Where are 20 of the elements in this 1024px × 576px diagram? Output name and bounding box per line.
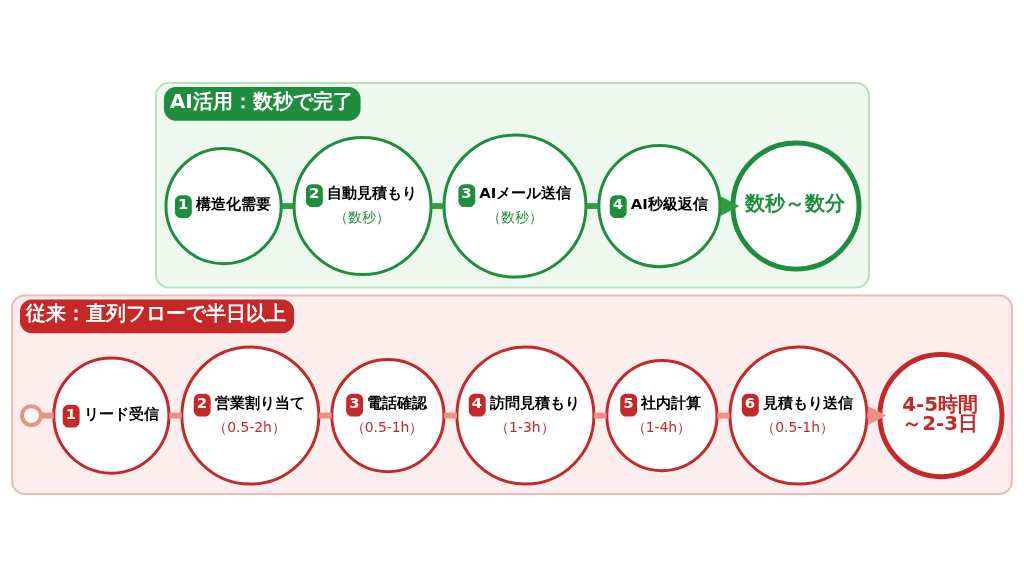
connector (319, 412, 332, 419)
node-circle: 5 社内計算 （1-4h） (605, 358, 719, 472)
node-circle (20, 403, 43, 427)
node-circle: 4 訪問見積もり （1-3h） (455, 345, 596, 486)
connector (594, 412, 607, 419)
node-circle: 3 電話確認 （0.5-1h） (330, 357, 446, 473)
connector (41, 412, 54, 419)
node-circle: 1 リード受信 (52, 356, 171, 475)
connector (281, 202, 294, 209)
node-circle: 4-5時間～2-3日 (877, 351, 1005, 479)
connector (431, 202, 444, 209)
node-circle: 数秒～数分 (730, 140, 862, 272)
node-circle: 2 自動見積もり （数秒） (292, 135, 433, 276)
node-circle: 1 構造化需要 (164, 146, 283, 265)
connector (586, 202, 599, 209)
node-circle: 2 営業割り当て （0.5-2h） (180, 345, 321, 486)
connector (717, 412, 730, 419)
node-circle: 3 AIメール送信 （数秒） (442, 133, 588, 279)
connector (444, 412, 457, 419)
connector (169, 412, 182, 419)
